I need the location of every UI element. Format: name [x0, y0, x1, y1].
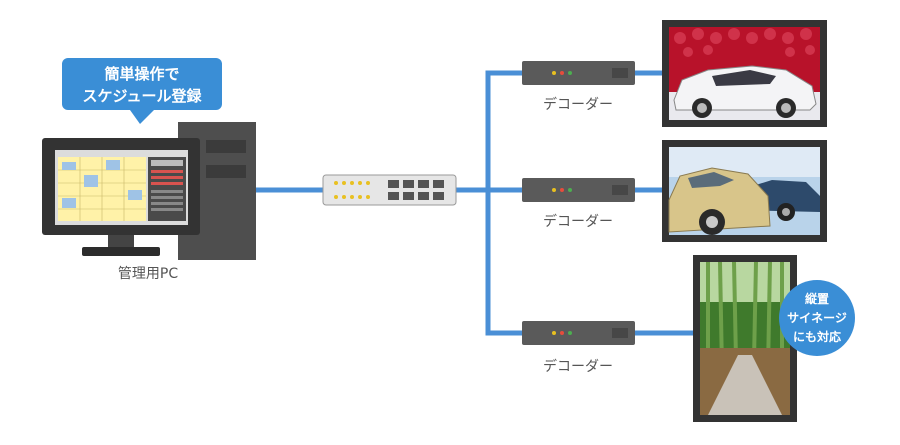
- pc-label: 管理用PC: [118, 266, 178, 282]
- display-1: [662, 20, 827, 127]
- decoder-3: [522, 321, 635, 345]
- decoder-1: [522, 61, 635, 85]
- decoder-2-label: デコーダー: [543, 213, 613, 230]
- car-3-icon: [668, 167, 771, 235]
- vertical-signage-badge: 縦置 サイネージ にも対応: [779, 280, 855, 356]
- display-3-vertical: [693, 255, 797, 422]
- hub-ports: [388, 180, 444, 200]
- badge-line-3: にも対応: [793, 329, 841, 344]
- pc-monitor: [42, 138, 200, 256]
- hub-leds: [334, 181, 370, 199]
- decoder-3-label: デコーダー: [543, 358, 613, 375]
- badge-line-1: 縦置: [805, 291, 829, 306]
- display-2: [662, 140, 827, 242]
- decoder-1-label: デコーダー: [543, 96, 613, 113]
- network-cables: [252, 70, 696, 336]
- badge-line-2: サイネージ: [787, 311, 847, 325]
- callout-line-2: スケジュール登録: [83, 87, 203, 105]
- decoder-2: [522, 178, 635, 202]
- callout-line-1: 簡単操作で: [104, 65, 179, 83]
- car-1-icon: [673, 65, 817, 118]
- network-hub: [322, 174, 457, 206]
- callout-bubble: 簡単操作で スケジュール登録: [62, 58, 222, 124]
